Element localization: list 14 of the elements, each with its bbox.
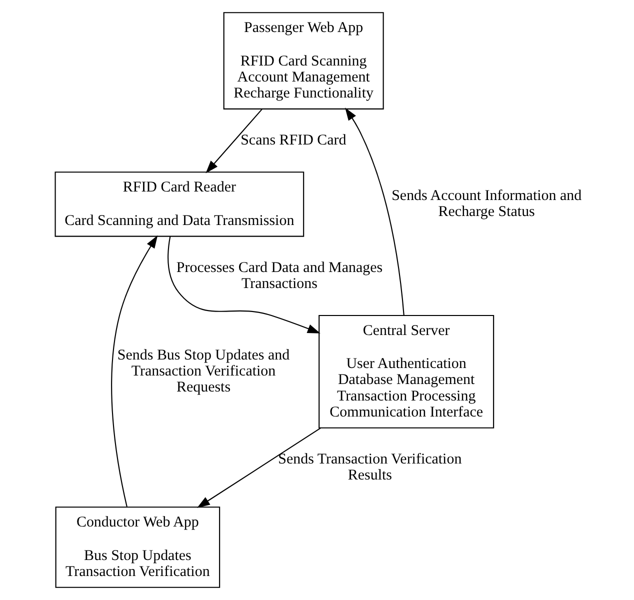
edge-label: Scans RFID Card	[240, 132, 346, 148]
node-box: Conductor Web App Bus Stop Updates Transaction Verification	[54, 506, 220, 588]
edge-label: Sends Transaction Verification Results	[278, 451, 462, 484]
node-box: Central Server User Authentication Database Management Transaction Processing Communication Interface	[318, 314, 494, 428]
edge-label: Sends Bus Stop Updates and Transaction Verification Requests	[116, 348, 290, 396]
arrow	[196, 428, 320, 508]
arrow	[167, 236, 320, 334]
arrow	[344, 108, 404, 316]
edge-label: Processes Card Data and Manages Transactions	[176, 260, 382, 292]
edge-label: Sends Account Information and Recharge Status	[391, 188, 582, 220]
node-box: Passenger Web App RFID Card Scanning Account Management Recharge Functionality	[222, 12, 384, 110]
arrow	[205, 108, 262, 174]
arrow	[110, 235, 158, 507]
node-box: RFID Card Reader Card Scanning and Data Transmission	[54, 172, 304, 237]
